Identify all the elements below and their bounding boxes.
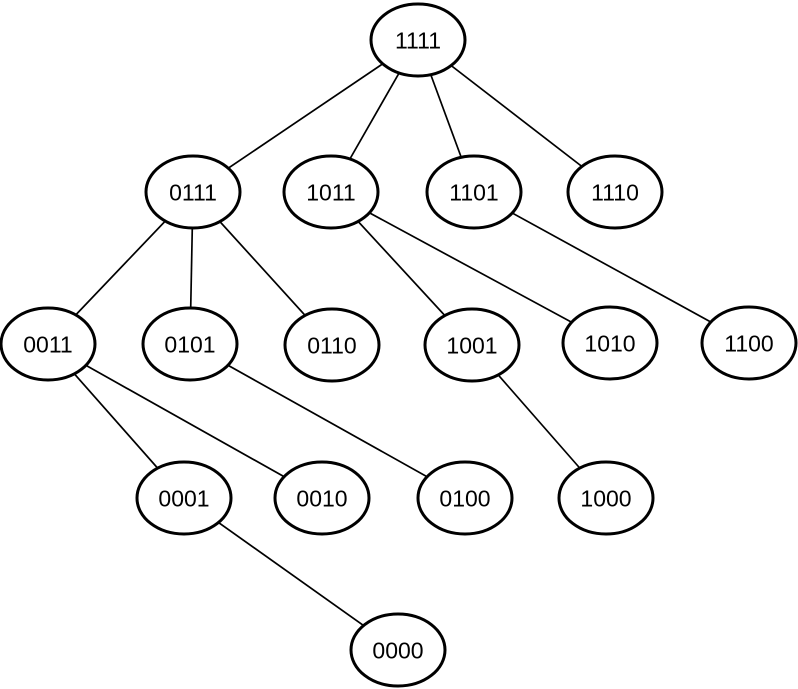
node-label-1011: 1011	[306, 179, 355, 205]
node-label-1101: 1101	[449, 179, 498, 205]
node-ellipse-1000	[557, 460, 655, 536]
node-ellipse-1100	[700, 305, 798, 381]
node-ellipse-0001	[135, 460, 233, 536]
node-label-1111: 1111	[395, 27, 441, 53]
node-label-0000: 0000	[372, 637, 423, 663]
node-label-0010: 0010	[296, 485, 347, 511]
edge-1011-1010	[330, 191, 611, 344]
node-label-0100: 0100	[439, 485, 490, 511]
node-label-1000: 1000	[580, 485, 631, 511]
node-0101: 0101	[141, 306, 239, 382]
node-label-1100: 1100	[724, 330, 773, 356]
edge-1111-0111	[192, 39, 419, 193]
node-0010: 0010	[273, 460, 371, 536]
node-label-0011: 0011	[23, 331, 72, 357]
node-0011: 0011	[0, 306, 97, 382]
node-ellipse-0100	[416, 460, 514, 536]
node-label-0101: 0101	[164, 331, 215, 357]
node-ellipse-1011	[282, 154, 380, 230]
node-ellipse-1010	[561, 305, 659, 381]
node-label-0110: 0110	[307, 332, 356, 358]
edge-0011-0010	[47, 343, 323, 499]
node-ellipse-1001	[423, 307, 521, 383]
node-label-1010: 1010	[584, 330, 635, 356]
node-0111: 0111	[144, 154, 242, 230]
node-0100: 0100	[416, 460, 514, 536]
node-label-0111: 0111	[169, 179, 217, 205]
edge-0101-0100	[189, 343, 466, 499]
node-1001: 1001	[423, 307, 521, 383]
node-ellipse-1110	[566, 154, 664, 230]
node-ellipse-1111	[369, 2, 467, 78]
node-label-0001: 0001	[158, 485, 209, 511]
node-ellipse-1101	[425, 154, 523, 230]
node-ellipse-0010	[273, 460, 371, 536]
edge-1101-1100	[473, 191, 750, 344]
node-1110: 1110	[566, 154, 664, 230]
node-label-1110: 1110	[591, 179, 639, 205]
node-0001: 0001	[135, 460, 233, 536]
node-0000: 0000	[349, 612, 447, 688]
node-ellipse-0111	[144, 154, 242, 230]
node-1111: 1111	[369, 2, 467, 78]
node-0110: 0110	[283, 307, 381, 383]
node-1101: 1101	[425, 154, 523, 230]
node-ellipse-0110	[283, 307, 381, 383]
node-1011: 1011	[282, 154, 380, 230]
node-ellipse-0011	[0, 306, 97, 382]
node-label-1001: 1001	[446, 332, 497, 358]
node-ellipse-0000	[349, 612, 447, 688]
node-1100: 1100	[700, 305, 798, 381]
node-1000: 1000	[557, 460, 655, 536]
node-ellipse-0101	[141, 306, 239, 382]
node-1010: 1010	[561, 305, 659, 381]
